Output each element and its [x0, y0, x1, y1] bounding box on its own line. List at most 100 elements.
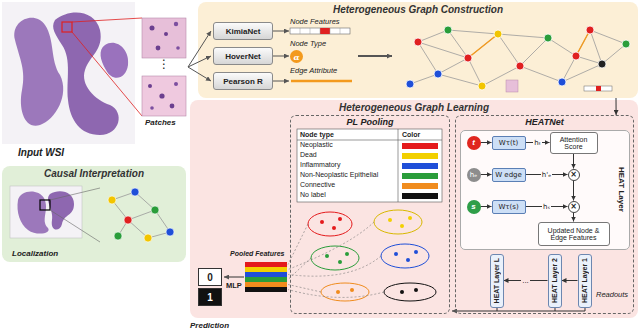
graph-illustration [418, 42, 468, 58]
label-holder: Color [402, 131, 420, 138]
patch-image [156, 46, 161, 51]
graph-illustration [584, 86, 612, 91]
localization-image [40, 200, 50, 210]
pooled-feature-bar [245, 287, 287, 292]
graph-illustration [434, 70, 442, 78]
graph-illustration [448, 30, 498, 34]
arrow [188, 31, 211, 67]
pooled-feature-bar [245, 282, 287, 287]
process-box: Pearson R [213, 72, 273, 90]
cluster [406, 258, 410, 262]
graph-illustration [576, 30, 590, 56]
table-grid [297, 129, 442, 202]
graph-illustration [590, 30, 626, 44]
node-circle: t [467, 136, 481, 150]
text-label: MLP [226, 281, 242, 290]
wsi-image [2, 2, 135, 144]
graph-illustration [572, 52, 580, 60]
layer-box: HEAT Layer 1 [578, 254, 592, 308]
graph-illustration [562, 64, 602, 82]
edge-label: ... [521, 277, 530, 285]
text-label: Prediction [190, 321, 229, 330]
pooled-feature-bar [245, 272, 287, 277]
label-holder: No label [300, 191, 326, 198]
node-text: KimiaNet [226, 27, 261, 36]
cluster [336, 290, 340, 294]
pooled-feature-bar [245, 277, 287, 282]
text-label: Color [402, 131, 420, 138]
legend-text: Connective [300, 181, 335, 188]
graph-illustration [576, 30, 590, 56]
graph-illustration [498, 34, 548, 38]
label-holder: Localization [12, 249, 58, 258]
text-label: Node Features [290, 17, 340, 26]
cluster [288, 290, 384, 298]
label-holder: Prediction [190, 321, 229, 330]
text-label: Node type [300, 131, 334, 138]
edge-label: hₜ [533, 139, 542, 147]
node-text: Wτ(s) [498, 203, 518, 211]
node-text: Causal Interpretation [2, 166, 186, 179]
connector [562, 280, 578, 281]
patch-image [159, 93, 164, 98]
label-holder: Node type [300, 131, 334, 138]
graph-illustration [438, 58, 468, 74]
graph-illustration [558, 78, 566, 86]
cluster [388, 218, 392, 222]
graph-illustration [596, 86, 601, 91]
graph-illustration [506, 80, 518, 92]
text-label: Localization [12, 249, 58, 258]
edge-label: h'ₑ [541, 171, 552, 179]
localization-image [50, 188, 100, 200]
localization-image [108, 196, 116, 204]
output-box: 1 [198, 288, 222, 306]
patch-image [174, 22, 178, 26]
wsi-image [72, 18, 142, 22]
cluster [384, 283, 436, 301]
graph-illustration [548, 38, 576, 56]
patch-image [148, 84, 152, 88]
arrow [224, 277, 585, 311]
node-text: HEATNet [456, 116, 633, 127]
arrow [497, 308, 498, 311]
node-text: Heterogeneous Graph Construction [198, 2, 638, 15]
graph-illustration [562, 56, 576, 82]
connector [573, 213, 574, 222]
legend-swatch [402, 173, 438, 179]
connector [481, 206, 492, 207]
localization-image [144, 234, 152, 242]
node-text: HoverNet [225, 52, 261, 61]
graph-illustration [516, 62, 524, 70]
node-text: Attention Score [551, 136, 597, 150]
label-holder: Neoplastic [300, 141, 333, 148]
label-holder: Non-Neoplastic Epithelial [300, 171, 378, 178]
node-circle: hₑ [467, 168, 481, 182]
label-holder: Connective [300, 181, 335, 188]
arrow [273, 81, 289, 82]
connector [481, 174, 492, 175]
label-holder: h'ₑ [541, 171, 552, 179]
weight-box: Wτ(s) [492, 200, 526, 214]
edge-attribute-line [291, 80, 352, 83]
text-label: Readouts [596, 290, 628, 299]
node-text: Wτ(t) [499, 139, 518, 147]
label-holder: Readouts [596, 290, 628, 299]
arrow [358, 55, 392, 57]
legend-swatch [402, 193, 438, 199]
arrow [188, 56, 211, 67]
node-text: 0 [207, 272, 213, 283]
cluster [332, 226, 336, 230]
node-text: Heterogeneous Graph Learning [190, 100, 638, 113]
graph-illustration [602, 44, 626, 64]
graph-illustration [544, 34, 552, 42]
weight-box: Wτ(t) [492, 136, 526, 150]
node-text: HEAT Layer [617, 167, 626, 212]
legend-swatch [402, 183, 438, 189]
graph-illustration [468, 34, 498, 58]
arrow [273, 31, 289, 32]
node-text: × [570, 170, 577, 179]
cluster [414, 288, 418, 292]
wsi-image [62, 22, 72, 32]
cluster [374, 210, 422, 234]
